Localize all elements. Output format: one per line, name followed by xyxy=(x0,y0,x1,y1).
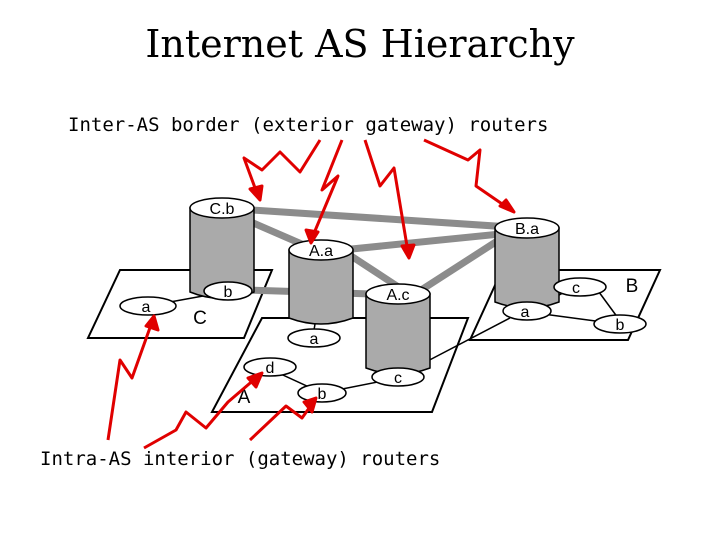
bottom-caption: Intra-AS interior (gateway) routers xyxy=(40,448,441,470)
router-a-a xyxy=(287,328,341,348)
router-label-cb: C.b xyxy=(210,201,235,218)
router-label-a-d: d xyxy=(266,360,275,377)
router-label-b-c: c xyxy=(572,280,580,297)
border-router-arrows xyxy=(242,138,516,260)
link-aa-ba xyxy=(318,228,524,256)
router-label-a-c: c xyxy=(394,370,402,387)
router-label-c-b: b xyxy=(224,284,233,301)
router-label-b-a: a xyxy=(521,304,530,321)
arrow-to-cb-head xyxy=(248,184,264,202)
router-label-a-b: b xyxy=(318,386,327,403)
router-cb-cylinder xyxy=(189,197,255,300)
arrow-to-ac-head xyxy=(400,243,416,260)
router-ac-cylinder xyxy=(365,283,431,375)
router-label-c-a: a xyxy=(142,299,151,316)
router-ba-cylinder xyxy=(494,217,560,309)
router-c-a xyxy=(119,296,177,316)
arrow-to-a-b-head xyxy=(302,396,318,414)
router-label-a-a: a xyxy=(310,331,319,348)
router-aa-cylinder xyxy=(288,239,354,325)
arrow-to-ba xyxy=(423,138,509,210)
router-b-a xyxy=(502,301,552,321)
router-b-c xyxy=(553,277,607,297)
link-aa-ac xyxy=(341,248,404,292)
router-a-c xyxy=(371,367,425,387)
router-c-b xyxy=(203,281,253,301)
router-label-ba: B.a xyxy=(515,221,539,238)
link-ac-ba xyxy=(411,232,509,298)
arrow-to-c-a xyxy=(106,321,154,441)
as-label-b: B xyxy=(626,276,639,297)
top-caption: Inter-AS border (exterior gateway) route… xyxy=(68,114,549,136)
router-a-b xyxy=(297,383,347,403)
arrow-to-a-d xyxy=(143,376,257,450)
router-label-ac: A.c xyxy=(386,287,409,304)
arrow-to-aa-head xyxy=(304,228,320,245)
interior-router-arrows xyxy=(106,314,318,450)
link-cb-ba xyxy=(218,204,529,232)
arrow-to-aa xyxy=(310,139,344,239)
arrow-to-a-d-head xyxy=(246,371,264,389)
arrow-to-c-a-head xyxy=(144,314,160,332)
router-label-aa: A.a xyxy=(309,243,333,260)
router-label-b-b: b xyxy=(616,317,625,334)
slide-title: Internet AS Hierarchy xyxy=(145,22,575,66)
router-a-d xyxy=(243,357,297,377)
link-ac-ba-thin xyxy=(419,317,511,366)
arrow-to-ba-head xyxy=(498,198,516,214)
as-label-c: C xyxy=(193,308,207,329)
arrow-to-a-b xyxy=(248,403,314,442)
arrow-to-ac xyxy=(363,139,410,253)
arrow-to-cb xyxy=(242,139,322,197)
router-b-b xyxy=(593,314,647,334)
